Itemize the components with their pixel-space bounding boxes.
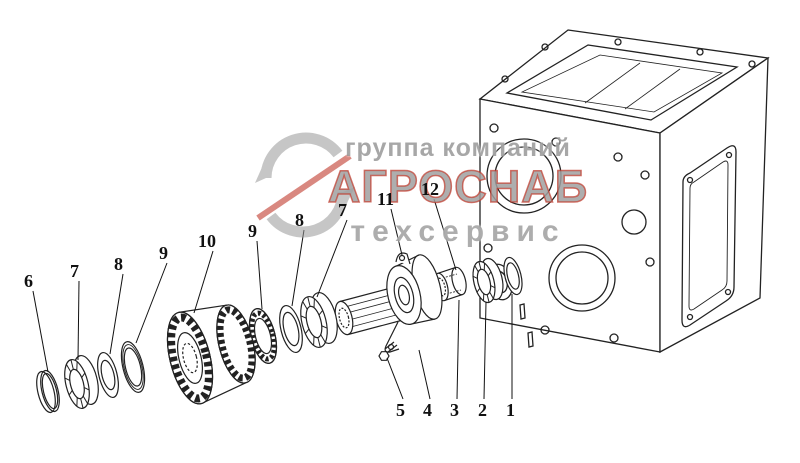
- callout-4: 4: [423, 400, 432, 420]
- callout-7-left: 7: [70, 261, 79, 281]
- part-11-bearing-cap: [384, 252, 443, 353]
- part-8-washer-left: [97, 351, 119, 399]
- part-12-drive-shaft: [334, 286, 402, 336]
- callout-2: 2: [478, 400, 487, 420]
- part-9-spring-ring-left: [120, 341, 146, 393]
- callout-1: 1: [506, 400, 515, 420]
- callout-5: 5: [396, 400, 405, 420]
- leader-lines: [32, 198, 513, 400]
- callout-7-right: 7: [338, 200, 347, 220]
- part-10-gear: [166, 304, 256, 405]
- callout-8-left: 8: [114, 254, 123, 274]
- part-7-roller-bearing-right: [300, 292, 338, 348]
- callout-6: 6: [24, 271, 33, 291]
- callout-12: 12: [421, 179, 439, 199]
- callout-9-left: 9: [159, 243, 168, 263]
- callout-8-right: 8: [295, 210, 304, 230]
- gearbox-housing: [478, 29, 770, 354]
- callout-9-right: 9: [248, 221, 257, 241]
- part-9-blocker-ring-right: [248, 308, 278, 364]
- callout-10: 10: [198, 231, 216, 251]
- callout-3: 3: [450, 400, 459, 420]
- part-5-bolt: [378, 341, 398, 361]
- part-1-spacer-ring: [503, 256, 523, 296]
- part-8-ring-right: [279, 304, 303, 354]
- part-2-ball-bearing: [472, 257, 504, 304]
- part-7-roller-bearing-left: [64, 354, 99, 410]
- callout-11: 11: [377, 189, 395, 209]
- part-6-snap-ring: [36, 369, 60, 414]
